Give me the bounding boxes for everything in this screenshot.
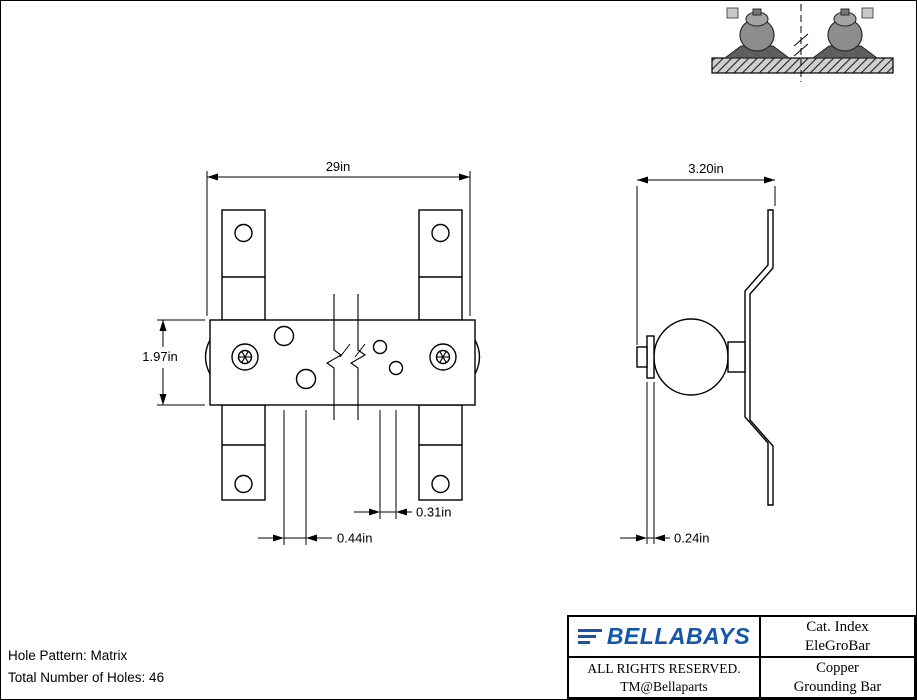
side-clamp-nut	[727, 341, 746, 373]
front-break-line-left	[325, 294, 343, 420]
company-logo: BELLABAYS	[569, 617, 759, 656]
rights-cell: ALL RIGHTS RESERVED. TM@Bellaparts	[569, 656, 759, 697]
assembly-clamp-left	[723, 8, 791, 59]
side-dimensions	[620, 176, 776, 544]
front-hole-right-bottom	[388, 360, 404, 376]
part-name-line1: Copper	[816, 659, 859, 676]
dim-side-thickness: 0.24in	[674, 531, 709, 546]
catalog-index-value: EleGroBar	[805, 637, 870, 654]
front-upper-left-hole	[234, 223, 253, 243]
note-hole-pattern: Hole Pattern: Matrix	[8, 648, 128, 663]
assembly-pad-left	[726, 7, 739, 19]
front-upper-right-tab	[418, 209, 463, 321]
rights-text: ALL RIGHTS RESERVED.	[587, 660, 741, 676]
front-lower-left-tab	[221, 404, 266, 501]
front-lower-left-hole	[234, 474, 253, 494]
side-clamp-barrel	[653, 318, 729, 396]
front-hole-left-bottom	[295, 368, 317, 390]
catalog-index-label: Cat. Index	[806, 618, 869, 635]
assembly-clamp-right	[811, 8, 879, 59]
part-name-line2: Grounding Bar	[793, 678, 882, 695]
side-view	[636, 209, 774, 506]
catalog-index-cell: Cat. Index EleGroBar	[759, 617, 914, 656]
side-plate-profile	[744, 209, 774, 506]
logo-speed-stripes-icon	[577, 628, 602, 645]
front-left-boss	[204, 339, 211, 375]
dim-front-width: 29in	[326, 159, 351, 174]
assembly-pad-right	[861, 7, 874, 19]
side-clamp-flange	[646, 335, 655, 379]
front-right-screw	[429, 343, 457, 371]
dim-front-height: 1.97in	[142, 349, 177, 364]
front-view	[204, 209, 481, 501]
title-block: BELLABAYS Cat. Index EleGroBar ALL RIGHT…	[567, 615, 916, 699]
front-left-screw	[231, 343, 259, 371]
assembly-top-view	[711, 4, 894, 82]
dim-side-depth: 3.20in	[688, 161, 723, 176]
assembly-break-slash-2	[793, 43, 809, 57]
assembly-base-bar	[711, 57, 894, 74]
front-break-slash-1	[339, 343, 351, 358]
assembly-break-slash-1	[793, 33, 809, 47]
front-lower-right-hole	[431, 474, 450, 494]
trademark-text: TM@Bellaparts	[620, 678, 708, 694]
front-main-bar	[209, 319, 476, 406]
logo-text: BELLABAYS	[606, 623, 751, 649]
note-total-holes: Total Number of Holes: 46	[8, 670, 165, 685]
front-lower-right-tab	[418, 404, 463, 501]
front-upper-right-hole	[431, 223, 450, 243]
front-hole-left-top	[273, 325, 295, 347]
dim-hole-spacing-right: 0.31in	[416, 505, 451, 520]
front-break-line-right	[349, 294, 367, 420]
front-break-slash-2	[354, 343, 366, 358]
part-name-cell: Copper Grounding Bar	[759, 656, 914, 697]
front-upper-left-tab	[221, 209, 266, 321]
front-hole-right-top	[372, 339, 388, 355]
front-dimensions	[157, 171, 471, 545]
side-clamp-tip	[636, 346, 648, 368]
front-right-boss	[474, 339, 481, 375]
dim-hole-spacing-left: 0.44in	[337, 531, 372, 546]
